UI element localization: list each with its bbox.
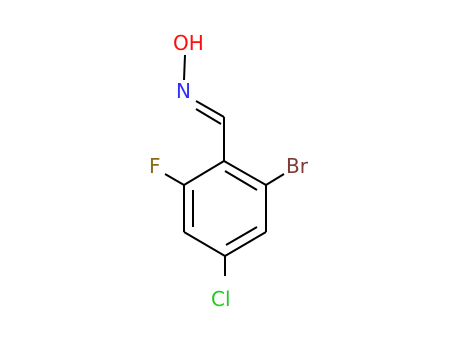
bond-nitrogen-to-oxygen [183, 54, 186, 81]
bond-methine-to-nitrogen-double [195, 108, 222, 125]
bond-c6-c1 [183, 160, 225, 186]
bond-c3-c4 [224, 231, 267, 257]
bond-ring-to-bromine [265, 173, 285, 186]
bromine-label: Br [286, 154, 309, 178]
aromatic-line-2 [225, 226, 258, 246]
aromatic-line-1 [224, 170, 258, 191]
chlorine-label: Cl [211, 287, 231, 311]
bond-methine-to-nitrogen [195, 100, 225, 118]
bond-c1-c2 [223, 160, 267, 186]
bond-ring-to-fluorine [164, 173, 185, 186]
hydroxyl-label: OH [173, 31, 204, 55]
bond-c4-c5 [183, 231, 226, 257]
nitrogen-label: N [176, 79, 191, 103]
fluorine-label: F [149, 154, 161, 178]
